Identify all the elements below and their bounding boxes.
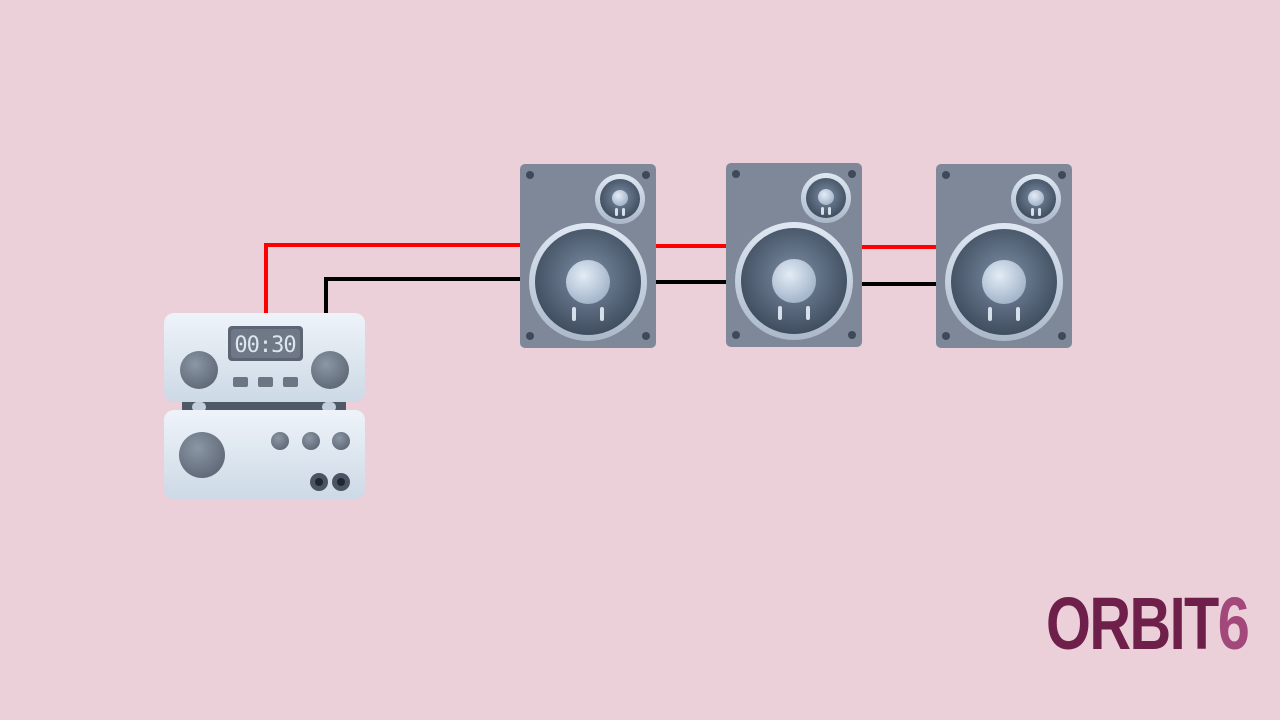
clock-display: 00:30: [234, 333, 295, 358]
negative-wire: [324, 277, 938, 315]
logo-number: 6: [1217, 582, 1250, 665]
positive-wire: [264, 243, 938, 315]
amplifier-icon: 00:30: [164, 313, 365, 499]
speaker-icon: [520, 164, 656, 348]
orbit6-logo: ORBIT6: [1046, 582, 1250, 665]
speaker-icon: [936, 164, 1072, 348]
logo-word: ORBIT: [1046, 582, 1219, 665]
speaker-icon: [726, 163, 862, 347]
